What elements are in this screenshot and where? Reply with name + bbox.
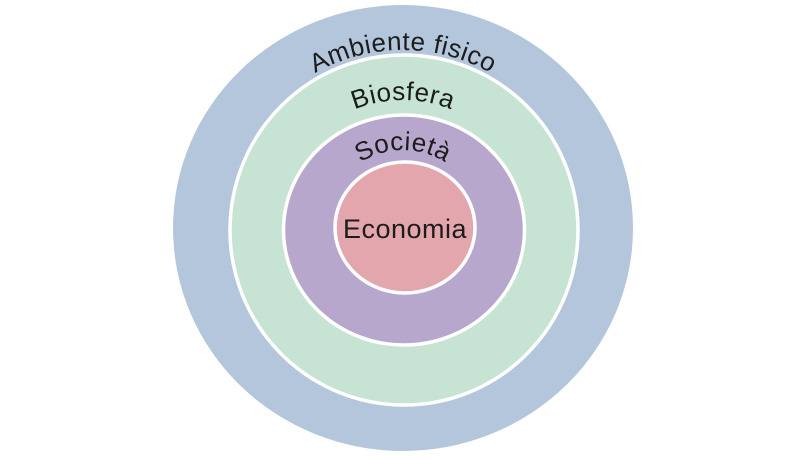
ring-label-economia: Economia <box>343 214 468 244</box>
ring-economia <box>333 160 477 295</box>
